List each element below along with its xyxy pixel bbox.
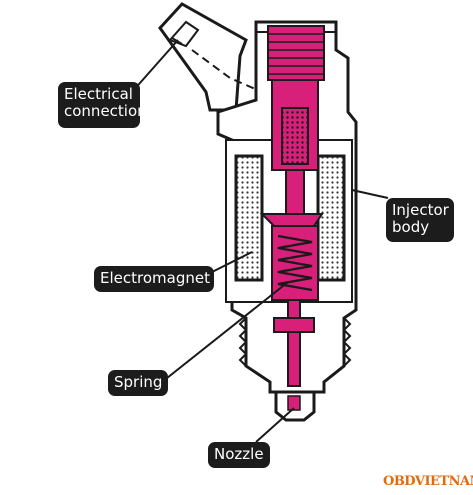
electromagnet-coils — [234, 154, 346, 282]
spring — [277, 234, 313, 292]
label-electromagnet: Electromagnet — [100, 269, 210, 287]
label-nozzle: Nozzle — [214, 445, 264, 463]
nozzle-tip — [274, 390, 316, 422]
watermark-logo: OBDVIETNAM — [383, 471, 473, 493]
leader-electrical-connection — [131, 39, 179, 93]
label-injector-body-line2: body — [392, 218, 430, 236]
leader-lines — [131, 39, 389, 443]
leader-spring — [161, 281, 289, 383]
callout-electromagnet: Electromagnet — [94, 266, 214, 292]
callout-spring: Spring — [108, 370, 168, 396]
leader-injector-body — [351, 189, 389, 199]
electrical-connector — [158, 2, 263, 112]
callout-electrical-connection: Electrical connection — [58, 82, 147, 128]
label-electrical-connection-line1: Electrical — [64, 85, 133, 103]
label-injector-body-line1: Injector — [392, 201, 449, 219]
callout-nozzle: Nozzle — [208, 442, 270, 468]
callout-injector-body: Injector body — [386, 198, 454, 242]
label-spring: Spring — [114, 373, 163, 391]
watermark-text: OBDVIETNAM — [383, 474, 473, 489]
label-electrical-connection-line2: connection — [64, 102, 147, 120]
leader-nozzle — [255, 407, 295, 443]
